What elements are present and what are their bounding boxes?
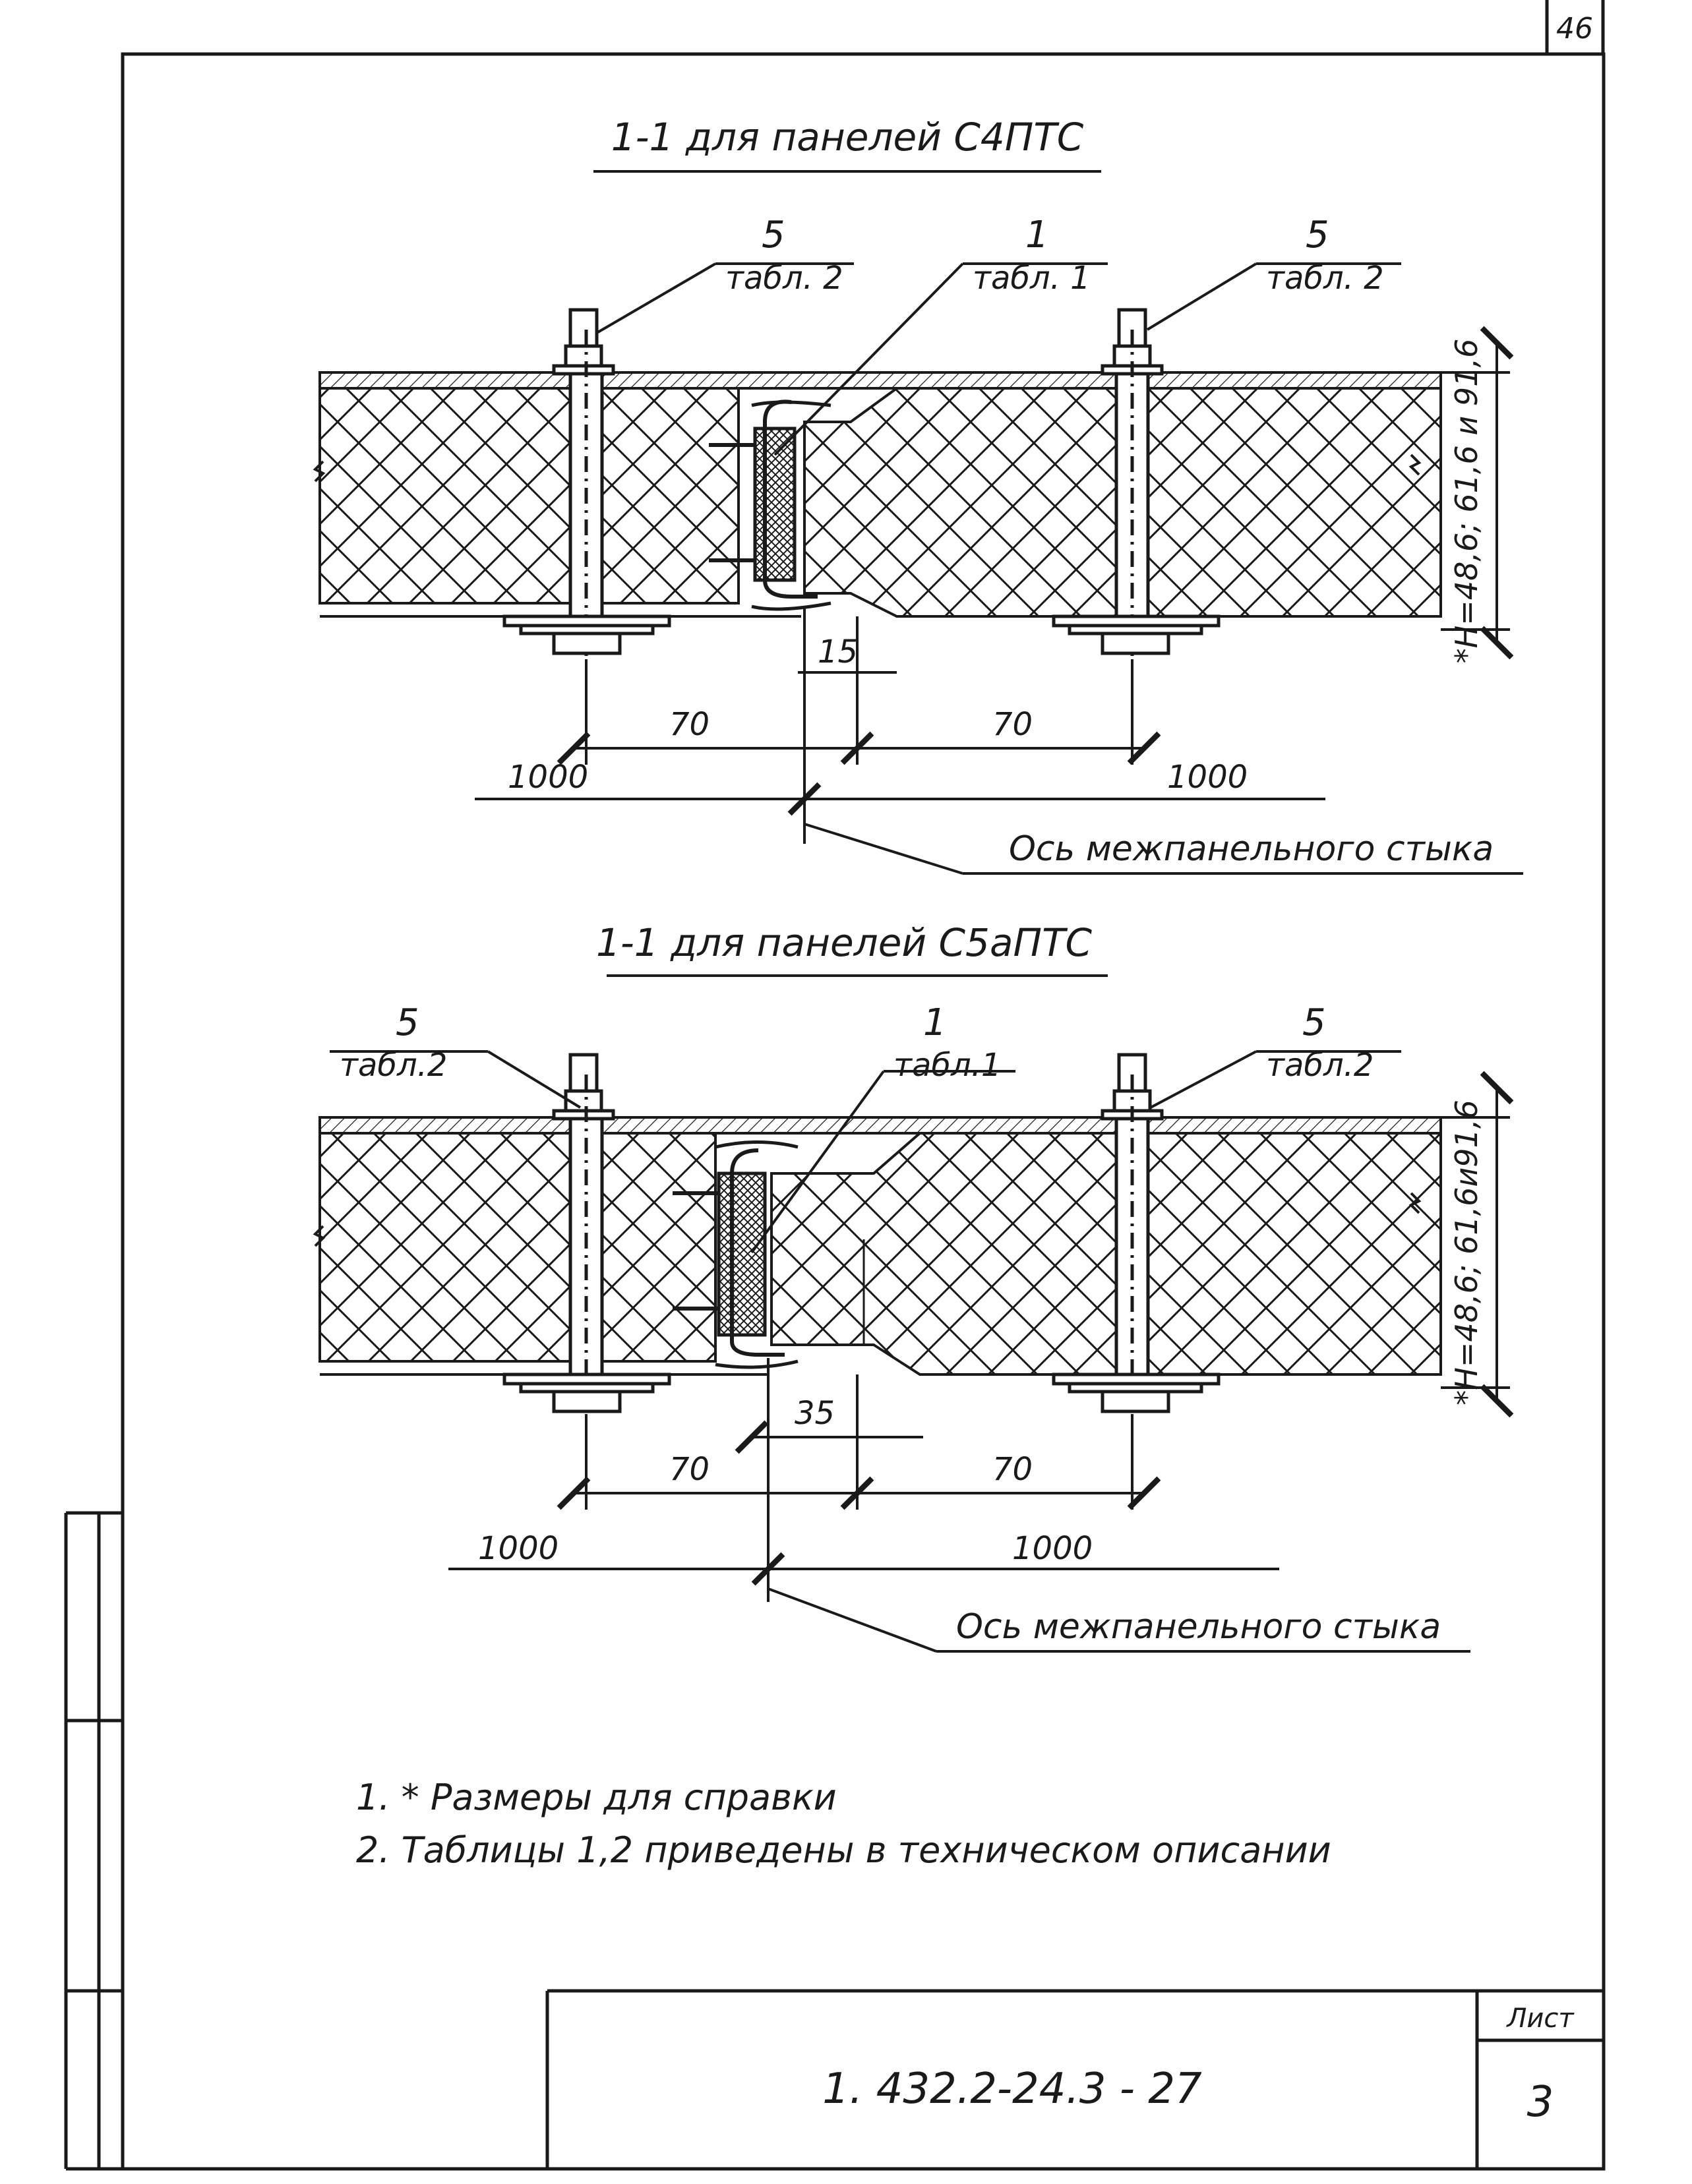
bolt-right: [1052, 308, 1221, 656]
joint-axis-label: Ось межпанельного стыка: [1009, 829, 1494, 869]
note-1: 1. * Размеры для справки: [356, 1777, 837, 1818]
callout-5-right-number: 5: [1306, 214, 1329, 256]
callout-5-left-number: 5: [762, 214, 785, 256]
insulation-left: [318, 1132, 717, 1363]
insulation-left: [318, 387, 740, 605]
page-number: 46: [1556, 12, 1593, 45]
document-code: 1. 432.2-24.3 - 27: [822, 2065, 1202, 2113]
dimension-70-left: 70: [669, 1451, 710, 1488]
dimension-70-right: 70: [992, 706, 1033, 743]
dimension-1000-left: 1000: [478, 1530, 559, 1567]
callout-5-left-number: 5: [396, 1001, 419, 1044]
insulation-right: [770, 1132, 1442, 1376]
drawing-frame: [64, 0, 1606, 2171]
joint-seal: [717, 1171, 767, 1337]
callout-5-right-number: 5: [1302, 1001, 1326, 1044]
callout-5-right-ref: табл.2: [1266, 1047, 1374, 1084]
notes: 1. * Размеры для справки 2. Таблицы 1,2 …: [356, 1777, 1331, 1871]
bolt-right: [1052, 1053, 1221, 1413]
bolt-left: [502, 308, 671, 656]
callout-5-right-ref: табл. 2: [1266, 260, 1384, 297]
joint-seal: [753, 427, 797, 582]
dimension-gap: 15: [818, 634, 858, 670]
title-block: [545, 1989, 1604, 2169]
dimension-70-left: 70: [669, 706, 710, 743]
sheet-label: Лист: [1505, 2003, 1575, 2034]
panel-top-skin: [318, 1116, 1442, 1135]
callout-1-ref: табл. 1: [973, 260, 1091, 297]
dimension-70-right: 70: [992, 1451, 1033, 1488]
callout-1-number: 1: [923, 1001, 947, 1044]
note-2: 2. Таблицы 1,2 приведены в техническом о…: [356, 1829, 1331, 1871]
dimension-1000-right: 1000: [1167, 759, 1248, 796]
callout-5-left-ref: табл. 2: [725, 260, 843, 297]
height-dimension-label: *H=48,6; 61,6и91,6: [1449, 1100, 1484, 1405]
joint-axis-label: Ось межпанельного стыка: [956, 1607, 1441, 1647]
section-2: 1-1 для панелей С5аПТС: [313, 920, 1514, 1653]
section-1-title: 1-1 для панелей С4ПТС: [611, 115, 1084, 160]
height-dimension-label: *H=48,6; 61,6 и 91,6: [1449, 339, 1484, 664]
dimension-1000-left: 1000: [508, 759, 588, 796]
panel-top-skin: [318, 371, 1442, 390]
sheet-number: 3: [1527, 2078, 1554, 2127]
section-1: 1-1 для панелей С4ПТС: [313, 115, 1523, 875]
section-2-title: 1-1 для панелей С5аПТС: [596, 920, 1093, 965]
dimension-gap: 35: [795, 1395, 835, 1432]
callout-1-number: 1: [1025, 214, 1049, 256]
callout-1-ref: табл.1: [893, 1047, 1001, 1084]
callout-5-left-ref: табл.2: [340, 1047, 447, 1084]
dimension-1000-right: 1000: [1012, 1530, 1093, 1567]
